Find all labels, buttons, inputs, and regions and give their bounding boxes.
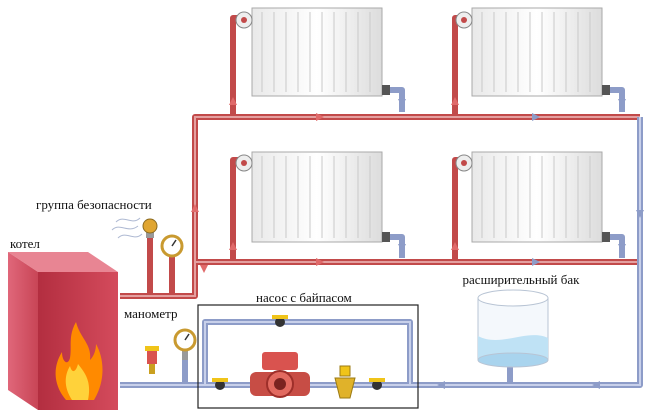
safety-valve-icon: [145, 346, 159, 374]
ball-valve-icon: [212, 315, 385, 390]
boiler-icon: [8, 252, 118, 410]
label-manometer: манометр: [124, 306, 178, 321]
manometer-gauge: [173, 328, 197, 360]
expansion-tank-icon: [477, 289, 549, 368]
radiator-top-left: [251, 7, 383, 97]
pump-bypass-frame: [197, 304, 419, 409]
pump-icon: [250, 352, 310, 398]
safety-group: [111, 217, 158, 239]
label-safety-group: группа безопасности: [36, 197, 152, 212]
pressure-gauge-icon: [160, 234, 184, 258]
thermostatic-valve-icon: [235, 11, 473, 172]
return-valve-icon: [382, 85, 610, 242]
label-expansion-tank: расширительный бак: [462, 272, 580, 287]
radiator-bottom-right: [471, 151, 603, 243]
flow-arrow-icon: [191, 97, 644, 389]
radiator-top-right: [471, 7, 603, 97]
filter-icon: [334, 365, 356, 399]
label-pump-bypass: насос с байпасом: [256, 290, 352, 305]
radiator-bottom-left: [251, 151, 383, 243]
label-boiler: котел: [10, 236, 40, 251]
